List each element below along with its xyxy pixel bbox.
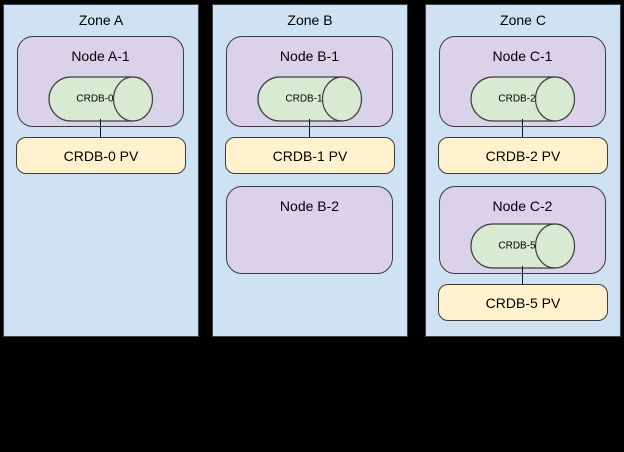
zone-b-title: Zone B: [287, 12, 333, 28]
crdb-5-pv-label: CRDB-5 PV: [485, 294, 561, 311]
pod-pv-connector-c2: [521, 266, 523, 286]
crdb-1-pod-cylinder: CRDB-1: [257, 76, 363, 122]
node-b-2-title: Node B-2: [279, 198, 340, 214]
node-c-2-title: Node C-2: [492, 198, 553, 214]
node-a-1-title: Node A-1: [71, 48, 130, 64]
crdb-1-pv-label: CRDB-1 PV: [272, 147, 348, 164]
pod-pv-connector-c1: [521, 119, 523, 139]
crdb-0-pod-cylinder: CRDB-0: [48, 76, 154, 122]
crdb-2-pv-label: CRDB-2 PV: [485, 147, 561, 164]
node-c-1-title: Node C-1: [492, 48, 553, 64]
crdb-5-pod-label: CRDB-5: [498, 241, 536, 252]
zone-c: Zone C Node C-1 CRDB-2 CRDB-2 PV Node C-…: [425, 4, 621, 337]
pod-pv-connector-a: [99, 119, 101, 139]
crdb-5-pod-cylinder: CRDB-5: [470, 223, 576, 269]
crdb-0-pv-box: CRDB-0 PV: [16, 137, 186, 174]
node-c-2: Node C-2 CRDB-5: [439, 186, 606, 274]
node-b-1: Node B-1 CRDB-1: [226, 36, 393, 127]
crdb-0-pv-label: CRDB-0 PV: [63, 147, 139, 164]
crdb-1-pod-label: CRDB-1: [285, 94, 323, 105]
node-b-2: Node B-2: [226, 186, 393, 274]
crdb-5-pv-box: CRDB-5 PV: [438, 284, 608, 321]
crdb-0-pod-label: CRDB-0: [76, 94, 114, 105]
crdb-1-pv-box: CRDB-1 PV: [225, 137, 395, 174]
zone-c-title: Zone C: [500, 12, 546, 28]
node-b-1-title: Node B-1: [279, 48, 340, 64]
zone-a-title: Zone A: [78, 12, 124, 28]
node-c-1: Node C-1 CRDB-2: [439, 36, 606, 127]
crdb-2-pod-cylinder: CRDB-2: [470, 76, 576, 122]
pod-pv-connector-b: [308, 119, 310, 139]
crdb-2-pod-label: CRDB-2: [498, 94, 536, 105]
node-a-1: Node A-1 CRDB-0: [17, 36, 184, 127]
crdb-2-pv-box: CRDB-2 PV: [438, 137, 608, 174]
zone-a: Zone A Node A-1 CRDB-0 CRDB-0 PV: [3, 4, 199, 337]
zone-b: Zone B Node B-1 CRDB-1 CRDB-1 PV Node B-…: [212, 4, 408, 337]
